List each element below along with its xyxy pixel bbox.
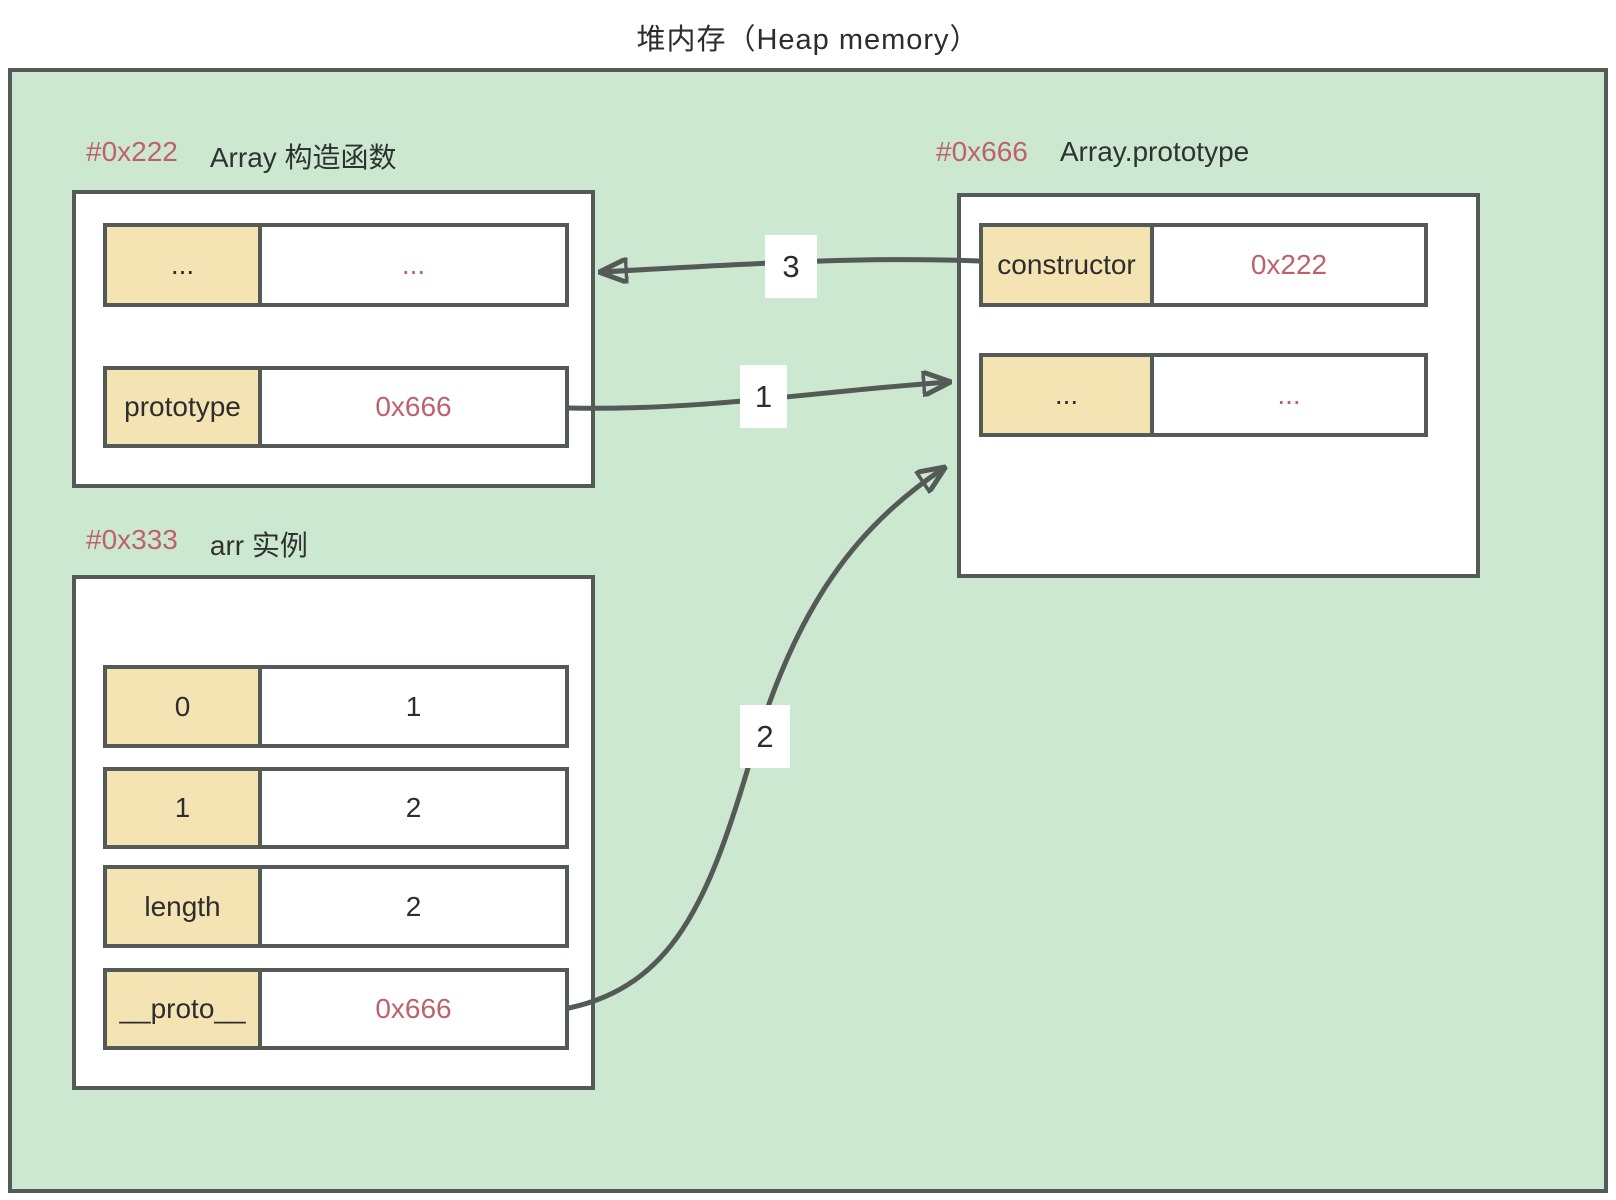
- arrow-label-2: 2: [740, 705, 790, 768]
- value-cell: 1: [405, 690, 422, 722]
- box-arr-instance-address: #0x333: [86, 524, 178, 555]
- box-array-prototype-name: Array.prototype: [1059, 136, 1250, 167]
- key-cell: ...: [107, 227, 262, 303]
- table-row: length 2: [103, 865, 569, 948]
- value-cell: 0x666: [375, 391, 452, 422]
- value-cell: 0x222: [1250, 249, 1328, 280]
- box-array-constructor-header: #0x222 Array 构造函数: [86, 136, 397, 176]
- box-array-constructor-name: Array 构造函数: [209, 142, 397, 173]
- key-cell: __proto__: [107, 972, 262, 1046]
- box-array-constructor-address: #0x222: [86, 136, 178, 167]
- value-cell: 2: [405, 890, 422, 922]
- key-cell: ...: [983, 357, 1154, 433]
- table-row: 0 1: [103, 665, 569, 748]
- page-title: 堆内存（Heap memory）: [636, 24, 980, 56]
- arrow-label-3: 3: [765, 235, 817, 298]
- value-cell: ...: [401, 249, 426, 280]
- key-cell: constructor: [983, 227, 1154, 303]
- key-cell: 0: [107, 669, 262, 744]
- box-array-prototype-address: #0x666: [936, 136, 1028, 167]
- value-cell: 2: [405, 792, 422, 823]
- key-cell: prototype: [107, 370, 262, 444]
- box-arr-instance-name: arr 实例: [209, 530, 308, 561]
- box-array-prototype-header: #0x666 Array.prototype: [936, 136, 1249, 168]
- value-cell: 0x666: [375, 993, 452, 1024]
- table-row: ... ...: [103, 223, 569, 307]
- table-row: prototype 0x666: [103, 366, 569, 448]
- box-arr-instance-header: #0x333 arr 实例: [86, 524, 308, 564]
- table-row: 1 2: [103, 767, 569, 849]
- key-cell: 1: [107, 771, 262, 845]
- value-cell: ...: [1277, 379, 1301, 410]
- table-row: constructor 0x222: [979, 223, 1428, 307]
- table-row: __proto__ 0x666: [103, 968, 569, 1050]
- arrow-label-1: 1: [740, 365, 787, 428]
- key-cell: length: [107, 869, 262, 944]
- table-row: ... ...: [979, 353, 1428, 437]
